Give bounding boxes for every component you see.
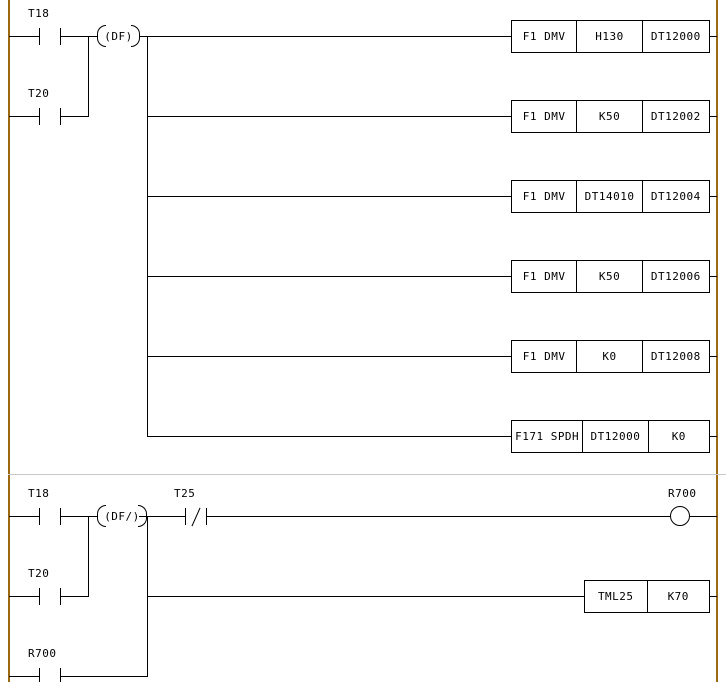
fb-instruction: F1 DMV (512, 261, 578, 292)
fb-operand-2: K0 (671, 430, 686, 443)
wire-df-to-bus-r2 (139, 516, 148, 517)
contact-t25-normally-closed[interactable] (185, 507, 207, 527)
fb-instruction: F1 DMV (512, 181, 578, 212)
left-power-rail (8, 0, 10, 682)
contact-label-t18-r1: T18 (28, 7, 50, 20)
output-coil-r700[interactable] (670, 506, 690, 526)
wire-t20-to-junction-r2 (61, 596, 88, 597)
right-power-rail (716, 0, 718, 682)
wire-junction-to-df (88, 36, 98, 37)
function-block-2[interactable]: F1 DMV K50 DT12002 (511, 100, 710, 133)
wire-branch-out-5 (147, 356, 511, 357)
wire-left-to-t20-r2 (9, 596, 39, 597)
timer-instruction: TML25 (585, 581, 648, 612)
wire-left-to-t18 (9, 36, 39, 37)
fb-instruction: F1 DMV (512, 21, 578, 52)
branch-vertical-inputs-r1 (88, 36, 89, 117)
output-distribution-bus-r1 (147, 36, 148, 437)
branch-vertical-inputs-r2 (88, 516, 89, 597)
contact-bar-right (60, 28, 61, 45)
coil-df-not-r2[interactable]: (DF/) (97, 505, 147, 527)
contact-bar-right (60, 508, 61, 525)
contact-label-t25: T25 (174, 487, 196, 500)
wire-block-2-to-rail (710, 116, 717, 117)
wire-t18-to-junction-r2 (61, 516, 88, 517)
contact-bar-right (60, 588, 61, 605)
wire-t25-to-coil (207, 516, 670, 517)
contact-bar-left (39, 508, 40, 525)
wire-timer-to-rail (710, 596, 717, 597)
wire-block-3-to-rail (710, 196, 717, 197)
fb-operand-2: DT12006 (650, 270, 701, 283)
coil-label-df: (DF) (104, 29, 133, 43)
wire-left-to-t18-r2 (9, 516, 39, 517)
wire-block-5-to-rail (710, 356, 717, 357)
wire-block-4-to-rail (710, 276, 717, 277)
wire-block-1-to-rail (710, 36, 717, 37)
wire-bus-to-t25 (147, 516, 185, 517)
wire-t20-to-junction (61, 116, 88, 117)
contact-bar-left (185, 508, 186, 525)
function-block-3[interactable]: F1 DMV DT14010 DT12004 (511, 180, 710, 213)
contact-t18-r2[interactable] (39, 508, 61, 525)
wire-branch-out-1 (147, 36, 511, 37)
wire-df-to-bus (139, 36, 148, 37)
wire-branch-out-2 (147, 116, 511, 117)
wire-left-to-t20 (9, 116, 39, 117)
contact-bar-left (39, 108, 40, 125)
function-block-4[interactable]: F1 DMV K50 DT12006 (511, 260, 710, 293)
contact-r700-feedback[interactable] (39, 668, 61, 682)
fb-operand-1: H130 (577, 21, 643, 52)
fb-instruction: F1 DMV (512, 341, 578, 372)
fb-operand-2: DT12004 (650, 190, 701, 203)
coil-df-r1[interactable]: (DF) (97, 25, 140, 47)
contact-label-t18-r2: T18 (28, 487, 50, 500)
contact-bar-right (60, 108, 61, 125)
wire-coil-to-rail (690, 516, 717, 517)
contact-bar-left (39, 28, 40, 45)
timer-preset: K70 (667, 590, 689, 603)
fb-operand-1: K50 (577, 101, 643, 132)
coil-label-df-not: (DF/) (104, 509, 140, 523)
rung-separator (8, 474, 726, 475)
contact-slash-nc (191, 507, 201, 527)
timer-block-tml25[interactable]: TML25 K70 (584, 580, 710, 613)
fb-operand-2: DT12000 (650, 30, 701, 43)
function-block-5[interactable]: F1 DMV K0 DT12008 (511, 340, 710, 373)
fb-operand-2: DT12008 (650, 350, 701, 363)
coil-label-r700: R700 (668, 487, 697, 500)
wire-left-to-r700 (9, 676, 39, 677)
fb-operand-1: K50 (577, 261, 643, 292)
fb-operand-1: K0 (577, 341, 643, 372)
contact-t20-r1[interactable] (39, 108, 61, 125)
fb-operand-1: DT12000 (583, 421, 649, 452)
fb-instruction: F1 DMV (512, 101, 578, 132)
wire-branch-out-3 (147, 196, 511, 197)
wire-branch-out-4 (147, 276, 511, 277)
contact-label-r700-feedback: R700 (28, 647, 57, 660)
wire-block-6-to-rail (710, 436, 717, 437)
wire-junction-to-df-r2 (88, 516, 98, 517)
fb-operand-2: DT12002 (650, 110, 701, 123)
wire-branch-out-6 (147, 436, 511, 437)
contact-bar-left (39, 588, 40, 605)
contact-bar-left (39, 668, 40, 682)
fb-operand-1: DT14010 (577, 181, 643, 212)
wire-r700-to-bus (61, 676, 148, 677)
contact-label-t20-r1: T20 (28, 87, 50, 100)
contact-t20-r2[interactable] (39, 588, 61, 605)
wire-t18-to-junction (61, 36, 88, 37)
function-block-1[interactable]: F1 DMV H130 DT12000 (511, 20, 710, 53)
contact-bar-right (206, 508, 207, 525)
contact-t18-r1[interactable] (39, 28, 61, 45)
fb-instruction: F171 SPDH (512, 421, 584, 452)
contact-label-t20-r2: T20 (28, 567, 50, 580)
function-block-6[interactable]: F171 SPDH DT12000 K0 (511, 420, 710, 453)
contact-bar-right (60, 668, 61, 682)
wire-bus-to-timer (147, 596, 584, 597)
